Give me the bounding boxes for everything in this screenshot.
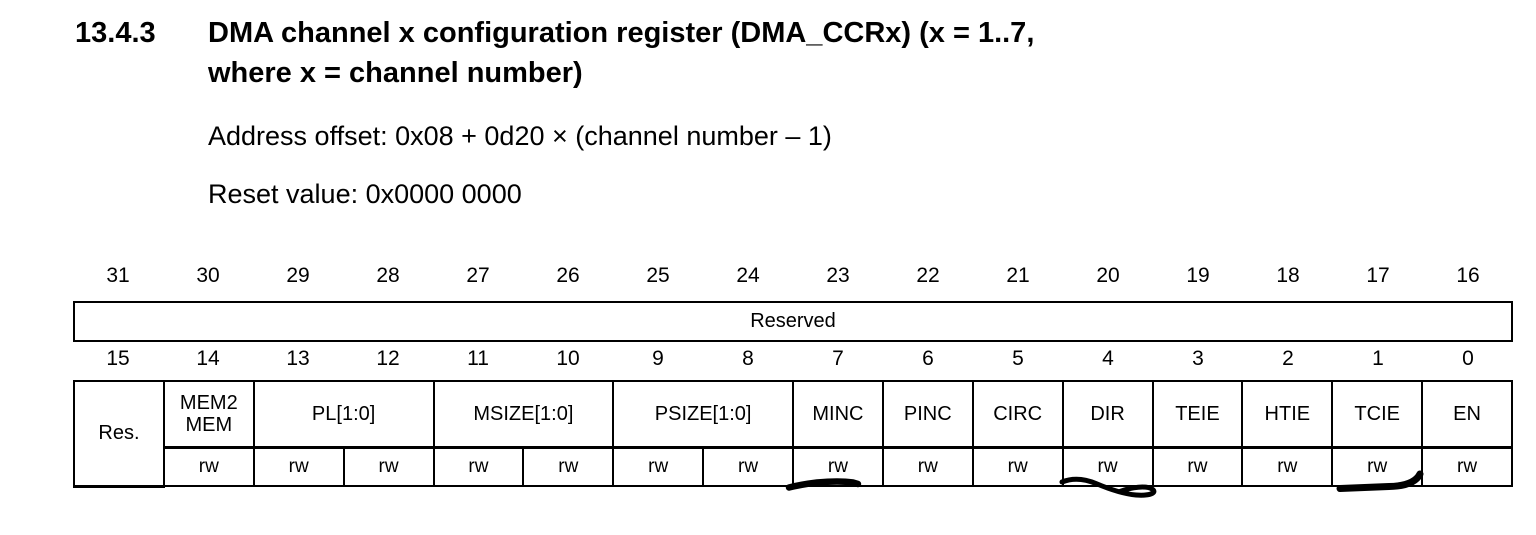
access-cell-bit14: rw — [162, 446, 255, 487]
field-cell-pinc: PINC — [881, 380, 974, 449]
access-cell-bit1: rw — [1331, 446, 1424, 487]
bit-0-label: 0 — [1462, 347, 1474, 370]
bit-2-label: 2 — [1282, 347, 1294, 370]
bit-25-label: 25 — [646, 264, 670, 287]
bit-16-label: 16 — [1456, 264, 1480, 287]
access-cell-bit13: rw — [252, 446, 345, 487]
bit-31-label: 31 — [106, 264, 130, 287]
field-cell-tcie: TCIE — [1331, 380, 1424, 449]
access-cell-bit9: rw — [612, 446, 705, 487]
access-cell-bit7: rw — [792, 446, 884, 487]
bit-11-label: 11 — [467, 347, 489, 370]
field-cell-htie: HTIE — [1241, 380, 1334, 449]
access-cell-bit6: rw — [881, 446, 974, 487]
bit-8-label: 8 — [742, 347, 754, 370]
field-cell-res: Res. — [73, 380, 165, 488]
bit-6-label: 6 — [922, 347, 934, 370]
field-cell-minc: MINC — [792, 380, 884, 449]
access-cell-bit8: rw — [702, 446, 794, 487]
field-cell-en: EN — [1421, 380, 1513, 449]
register-field-table: Res. MEM2 MEM PL[1:0] MSIZE[1:0] PSIZE[1… — [73, 380, 1513, 488]
bit-15-label: 15 — [106, 347, 130, 370]
bit-19-label: 19 — [1186, 264, 1210, 287]
bit-17-label: 17 — [1366, 264, 1390, 287]
bit-23-label: 23 — [826, 264, 850, 287]
field-cell-mem2mem: MEM2 MEM — [162, 380, 255, 449]
field-cell-dir: DIR — [1061, 380, 1154, 449]
bit-21-label: 21 — [1006, 264, 1030, 287]
field-cell-psize: PSIZE[1:0] — [612, 380, 794, 449]
address-offset-text: Address offset: 0x08 + 0d20 × (channel n… — [208, 121, 832, 151]
bit-numbers-low-row: 15 14 13 12 11 10 9 8 7 6 5 4 3 2 1 0 — [73, 346, 1513, 372]
bit-3-label: 3 — [1192, 347, 1204, 370]
section-title-line2: where x = channel number) — [208, 57, 583, 89]
bit-9-label: 9 — [652, 347, 664, 370]
section-number: 13.4.3 — [75, 17, 156, 49]
bit-numbers-high-row: 31 30 29 28 27 26 25 24 23 22 21 20 19 1… — [73, 263, 1513, 289]
section-title: DMA channel x configuration register (DM… — [208, 13, 1034, 93]
access-cell-bit3: rw — [1151, 446, 1244, 487]
bit-5-label: 5 — [1012, 347, 1024, 370]
field-cell-msize: MSIZE[1:0] — [432, 380, 615, 449]
access-cell-bit4: rw — [1061, 446, 1154, 487]
bit-1-label: 1 — [1372, 347, 1384, 370]
bit-28-label: 28 — [376, 264, 400, 287]
bit-10-label: 10 — [556, 347, 580, 370]
access-cell-bit0: rw — [1421, 446, 1513, 487]
bit-13-label: 13 — [286, 347, 310, 370]
reserved-bits-row: Reserved — [73, 301, 1513, 342]
field-cell-teie: TEIE — [1151, 380, 1244, 449]
bit-12-label: 12 — [376, 347, 400, 370]
bit-24-label: 24 — [736, 264, 760, 287]
access-cell-bit11: rw — [432, 446, 525, 487]
bit-18-label: 18 — [1276, 264, 1300, 287]
access-cell-bit12: rw — [342, 446, 435, 487]
bit-22-label: 22 — [916, 264, 940, 287]
access-cell-bit2: rw — [1241, 446, 1334, 487]
bit-30-label: 30 — [196, 264, 220, 287]
bit-27-label: 27 — [466, 264, 490, 287]
bit-7-label: 7 — [832, 347, 844, 370]
access-cell-bit5: rw — [971, 446, 1064, 487]
field-cell-pl: PL[1:0] — [252, 380, 435, 449]
access-cell-bit10: rw — [522, 446, 615, 487]
reserved-label: Reserved — [750, 310, 836, 332]
section-title-line1: DMA channel x configuration register (DM… — [208, 17, 1035, 49]
reset-value-text: Reset value: 0x0000 0000 — [208, 179, 522, 209]
bit-4-label: 4 — [1102, 347, 1114, 370]
bit-14-label: 14 — [196, 347, 220, 370]
bit-20-label: 20 — [1096, 264, 1120, 287]
field-cell-circ: CIRC — [971, 380, 1064, 449]
section-heading: 13.4.3 DMA channel x configuration regis… — [75, 13, 1034, 93]
bit-29-label: 29 — [286, 264, 310, 287]
bit-26-label: 26 — [556, 264, 580, 287]
